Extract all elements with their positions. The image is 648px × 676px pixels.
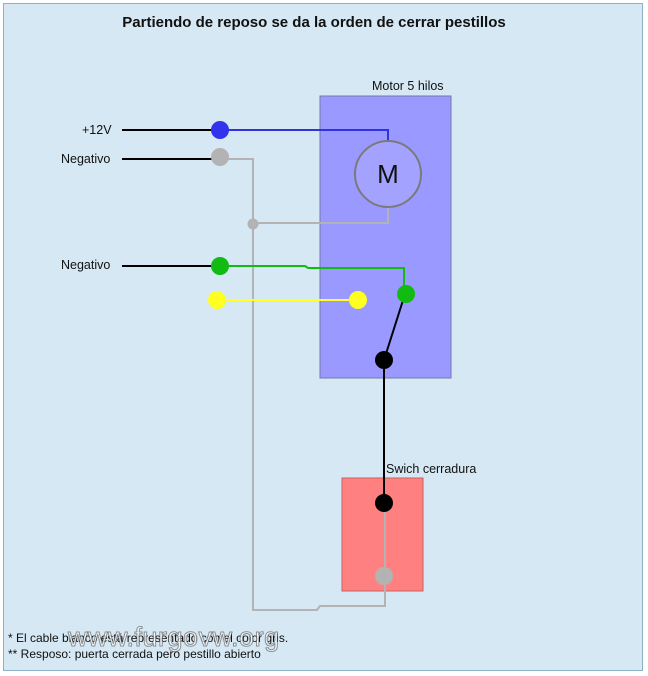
terminal-black-motor xyxy=(375,351,393,369)
terminal-gray-input xyxy=(211,148,229,166)
motor-box xyxy=(319,95,452,379)
junction-gray xyxy=(247,218,259,230)
terminal-green-input xyxy=(211,257,229,275)
label-negativo-verde: Negativo xyxy=(61,258,111,272)
terminal-black-switch xyxy=(375,494,393,512)
motor-symbol-circle xyxy=(354,140,422,208)
note-line-2: ** Resposo: puerta cerrada pero pestillo… xyxy=(8,647,261,661)
terminal-yellow-left xyxy=(208,291,226,309)
motor-symbol-letter: M xyxy=(377,159,399,189)
label-switch: Swich cerradura xyxy=(386,462,477,476)
wire-green xyxy=(220,265,405,292)
label-negativo-gris: Negativo xyxy=(61,152,111,166)
wire-blue xyxy=(220,129,389,142)
diagram-title: Partiendo de reposo se da la orden de ce… xyxy=(122,14,506,31)
wire-gray-motor xyxy=(253,207,389,224)
watermark: www.furgovw.org xyxy=(68,622,280,653)
terminal-gray-switch xyxy=(375,567,393,585)
label-plus12v: +12V xyxy=(82,123,112,137)
note-line-1: * El cable blanco está representado con … xyxy=(8,631,289,645)
terminal-green-motor xyxy=(397,285,415,303)
label-motor: Motor 5 hilos xyxy=(372,79,444,93)
terminal-yellow-right xyxy=(349,291,367,309)
terminal-blue xyxy=(211,121,229,139)
wire-black-arm xyxy=(383,293,406,361)
wire-gray-main xyxy=(220,158,386,611)
